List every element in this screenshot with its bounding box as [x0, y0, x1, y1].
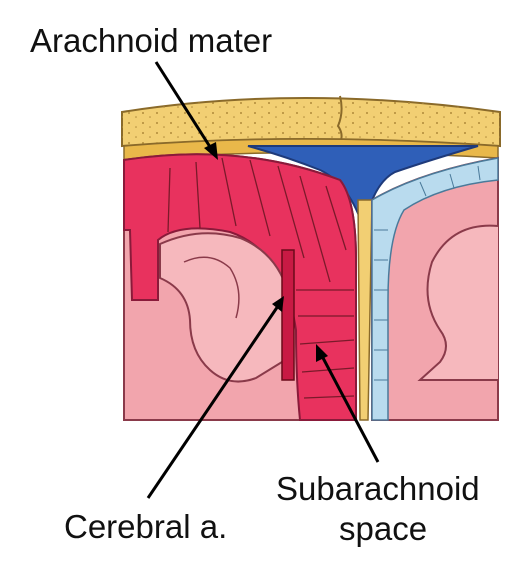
label-arrows [146, 61, 380, 499]
right-gyrus [417, 224, 499, 381]
arachnoid-trabeculae [167, 157, 355, 399]
cerebral-artery [281, 249, 295, 381]
falx-cerebri [357, 199, 373, 421]
cerebral-artery-label: Cerebral a. [64, 508, 228, 545]
arachnoid-mater-label: Arachnoid mater [30, 22, 273, 59]
subarachnoid-label-line1: Subarachnoid [276, 470, 480, 507]
subarachnoid-region-left [123, 153, 357, 421]
csf-space-right [371, 157, 499, 421]
subarachnoid-label-line2: space [339, 510, 428, 547]
skull-layer [121, 95, 501, 148]
